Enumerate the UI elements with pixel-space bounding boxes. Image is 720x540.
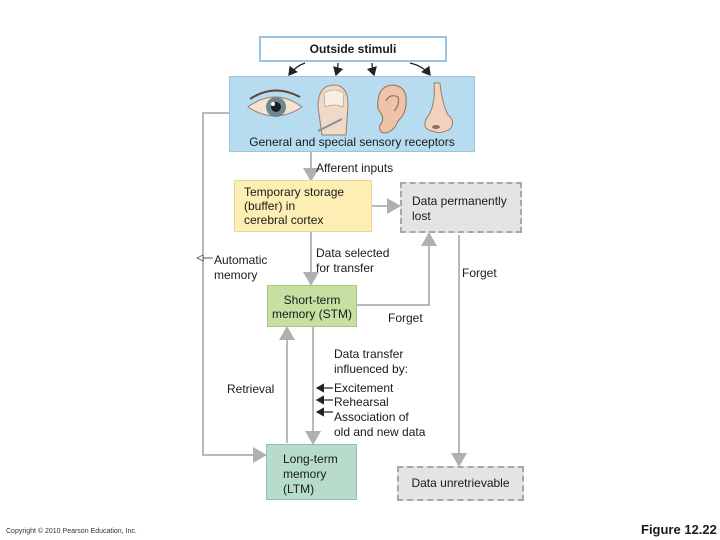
temporary-storage-box: Temporary storage (buffer) in cerebral c… bbox=[234, 180, 372, 232]
association-label: Association of old and new data bbox=[334, 410, 426, 439]
eye-icon bbox=[247, 89, 303, 117]
excitement-label: Excitement bbox=[334, 381, 394, 395]
forget-label-stm: Forget bbox=[388, 311, 423, 325]
data-permanently-lost-box: Data permanently lost bbox=[400, 182, 522, 233]
transfer-influenced-label: Data transfer influenced by: bbox=[334, 347, 409, 376]
copyright-notice: Copyright © 2010 Pearson Education, Inc. bbox=[6, 528, 137, 535]
outside-stimuli-box: Outside stimuli bbox=[259, 36, 447, 62]
retrieval-label: Retrieval bbox=[227, 382, 275, 396]
forget-label: Forget bbox=[462, 266, 497, 280]
ear-icon bbox=[377, 84, 407, 134]
nose-icon bbox=[424, 82, 454, 134]
figure-number: Figure 12.22 bbox=[641, 522, 717, 537]
data-unretrievable-box: Data unretrievable bbox=[397, 466, 524, 501]
stimuli-arrows bbox=[288, 62, 431, 77]
afferent-inputs-label: Afferent inputs bbox=[316, 161, 394, 175]
automatic-memory-label: Automatic memory bbox=[214, 253, 268, 282]
rehearsal-label: Rehearsal bbox=[334, 395, 389, 409]
receptors-label: General and special sensory receptors bbox=[249, 135, 455, 149]
long-term-memory-box: Long-term memory (LTM) bbox=[266, 444, 357, 500]
data-selected-label: Data selected for transfer bbox=[316, 246, 390, 275]
sensory-receptors-box: General and special sensory receptors bbox=[229, 76, 475, 152]
fingertip-icon bbox=[317, 84, 349, 136]
short-term-memory-box: Short-term memory (STM) bbox=[267, 285, 357, 327]
